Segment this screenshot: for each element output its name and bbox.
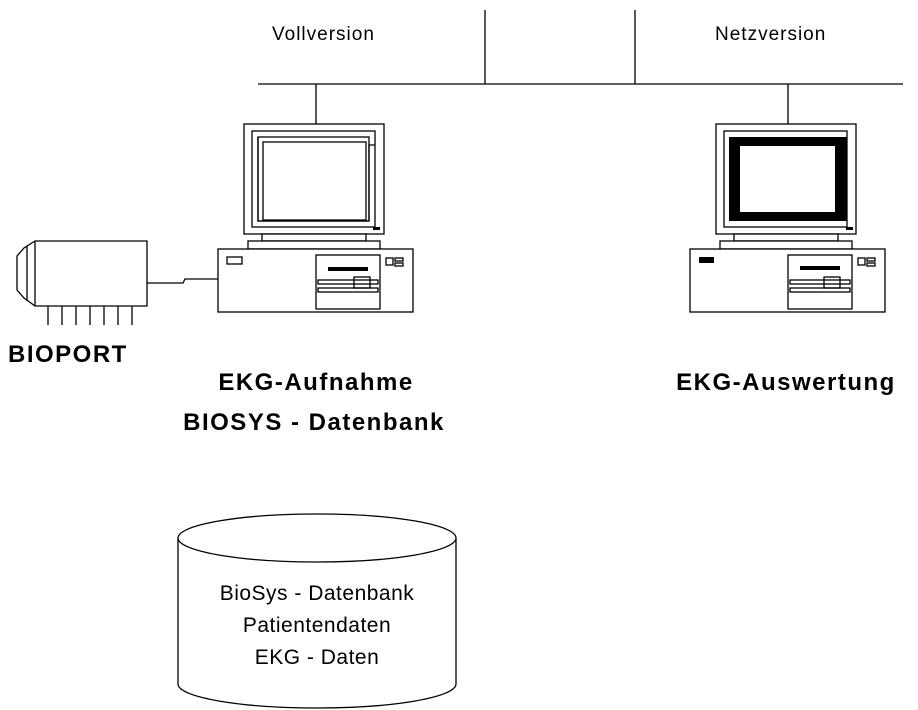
net-version-label: Netzversion xyxy=(715,24,826,45)
bioport-device-icon xyxy=(16,240,148,325)
database-label-line3: EKG - Daten xyxy=(255,646,380,669)
database-label-line2: Patientendaten xyxy=(243,614,391,637)
database-cylinder-icon xyxy=(177,513,457,709)
database-label-line1: BioSys - Datenbank xyxy=(220,582,415,605)
left-workstation-label-line1: EKG-Aufnahme xyxy=(218,369,413,396)
left-workstation-icon xyxy=(217,123,414,313)
network-bus xyxy=(258,10,903,124)
bioport-cable xyxy=(147,278,218,284)
full-version-label: Vollversion xyxy=(272,24,375,45)
bioport-label: BIOPORT xyxy=(8,341,128,368)
right-workstation-label: EKG-Auswertung xyxy=(676,369,896,396)
right-workstation-icon xyxy=(689,123,886,313)
left-workstation-label-line2: BIOSYS - Datenbank xyxy=(183,409,445,436)
